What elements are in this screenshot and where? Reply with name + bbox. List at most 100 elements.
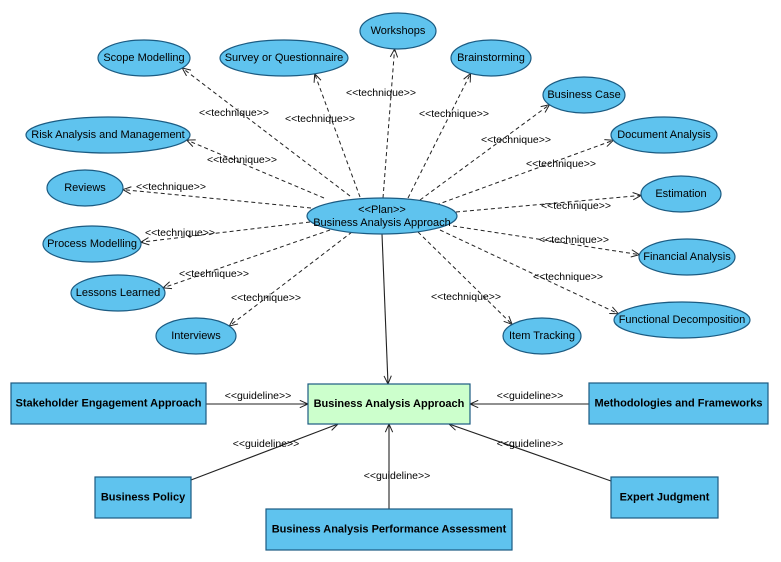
technique-edge-workshops [382,48,396,199]
technique-arrowhead-functional [609,306,620,315]
technique-edge-brainstorming [407,73,472,199]
technique-node-workshops[interactable]: Workshops [359,12,437,50]
technique-edge-label-docanalysis: <<technique>> [526,158,596,170]
technique-ellipse [542,76,626,114]
guideline-edge-label-policy: <<guideline>> [233,438,300,450]
technique-label: Estimation [655,188,706,200]
technique-arrowhead-brainstorming [463,72,472,83]
technique-ellipse [155,317,237,355]
guideline-box [610,476,719,519]
technique-node-reviews[interactable]: Reviews [46,169,124,207]
technique-ellipse [502,317,582,355]
technique-label: Interviews [171,330,221,342]
technique-node-financial[interactable]: Financial Analysis [638,238,736,276]
center-box [307,383,471,425]
center-node[interactable]: Business Analysis Approach [307,383,471,425]
technique-ellipse [219,39,349,77]
technique-ellipse [610,116,718,154]
technique-node-itemtracking[interactable]: Item Tracking [502,317,582,355]
technique-node-brainstorming[interactable]: Brainstorming [450,39,532,77]
technique-edge-scope [181,67,351,197]
technique-edge-label-financial: <<technique>> [539,234,609,246]
guideline-node-methodologies[interactable]: Methodologies and Frameworks [588,382,769,425]
technique-edge-bizcase [419,104,550,201]
technique-node-functional[interactable]: Functional Decomposition [613,301,751,339]
technique-label: Business Case [547,89,620,101]
technique-edge-label-brainstorming: <<technique>> [419,108,489,120]
technique-node-risk[interactable]: Risk Analysis and Management [25,116,191,154]
technique-edge-label-workshops: <<technique>> [346,87,416,99]
technique-edge-label-itemtracking: <<technique>> [431,291,501,303]
guideline-node-expert[interactable]: Expert Judgment [610,476,719,519]
technique-edge-survey [314,73,361,198]
guideline-label: Expert Judgment [620,491,710,503]
guideline-box [10,382,207,425]
technique-edge-label-interviews: <<technique>> [231,292,301,304]
guideline-node-performance[interactable]: Business Analysis Performance Assessment [265,508,513,551]
guideline-node-policy[interactable]: Business Policy [94,476,192,519]
technique-label: Process Modelling [47,238,137,250]
guideline-box [265,508,513,551]
technique-node-scope[interactable]: Scope Modelling [97,39,191,77]
technique-node-survey[interactable]: Survey or Questionnaire [219,39,349,77]
technique-node-interviews[interactable]: Interviews [155,317,237,355]
guideline-edge-expert [448,423,612,482]
technique-label: Workshops [371,25,426,37]
technique-edge-financial [452,225,640,256]
technique-edge-label-bizcase: <<technique>> [481,134,551,146]
plan-node[interactable]: <<Plan>>Business Analysis Approach [306,197,458,235]
guideline-label: Stakeholder Engagement Approach [15,397,201,409]
technique-edge-docanalysis [435,139,614,206]
plan-name: Business Analysis Approach [313,217,451,229]
guideline-node-stakeholder[interactable]: Stakeholder Engagement Approach [10,382,207,425]
technique-ellipse [640,175,722,213]
technique-edge-interviews [228,231,353,327]
technique-arrowhead-docanalysis [604,139,615,147]
technique-label: Survey or Questionnaire [225,52,344,64]
technique-edge-label-estimation: <<technique>> [541,200,611,212]
technique-edge-label-reviews: <<technique>> [136,181,206,193]
technique-label: Functional Decomposition [619,314,746,326]
plan-stereotype: <<Plan>> [358,204,406,216]
technique-ellipse [25,116,191,154]
technique-label: Reviews [64,182,106,194]
technique-node-estimation[interactable]: Estimation [640,175,722,213]
technique-ellipse [70,274,166,312]
guideline-label: Business Policy [101,491,186,503]
technique-ellipse [46,169,124,207]
guideline-edge-label-expert: <<guideline>> [497,438,564,450]
technique-label: Lessons Learned [76,287,160,299]
technique-node-process[interactable]: Process Modelling [42,225,142,263]
technique-edge-functional [439,229,619,315]
plan-to-center-edge [381,233,389,385]
technique-arrowhead-financial [630,249,641,258]
technique-node-docanalysis[interactable]: Document Analysis [610,116,718,154]
technique-edge-reviews [122,189,312,209]
guideline-box [94,476,192,519]
technique-label: Risk Analysis and Management [31,129,184,141]
guideline-edge-label-stakeholder: <<guideline>> [225,390,292,402]
technique-ellipse [450,39,532,77]
center-label: Business Analysis Approach [314,398,465,410]
technique-edge-label-survey: <<technique>> [285,113,355,125]
technique-edge-itemtracking [417,231,513,325]
technique-edge-label-functional: <<technique>> [533,271,603,283]
technique-arrowhead-bizcase [540,103,551,113]
technique-label: Item Tracking [509,330,575,342]
technique-label: Financial Analysis [643,251,731,263]
guideline-label: Methodologies and Frameworks [594,397,762,409]
technique-edge-lessons [162,229,331,289]
guideline-edge-policy [190,423,339,481]
edges-layer [121,47,643,509]
technique-node-lessons[interactable]: Lessons Learned [70,274,166,312]
technique-edge-label-scope: <<technique>> [199,107,269,119]
technique-label: Brainstorming [457,52,525,64]
technique-ellipse [97,39,191,77]
technique-edge-risk [186,139,325,199]
technique-edge-label-lessons: <<technique>> [179,268,249,280]
technique-edge-estimation [455,194,642,213]
technique-edge-process [140,221,311,243]
technique-node-bizcase[interactable]: Business Case [542,76,626,114]
technique-ellipse [359,12,437,50]
